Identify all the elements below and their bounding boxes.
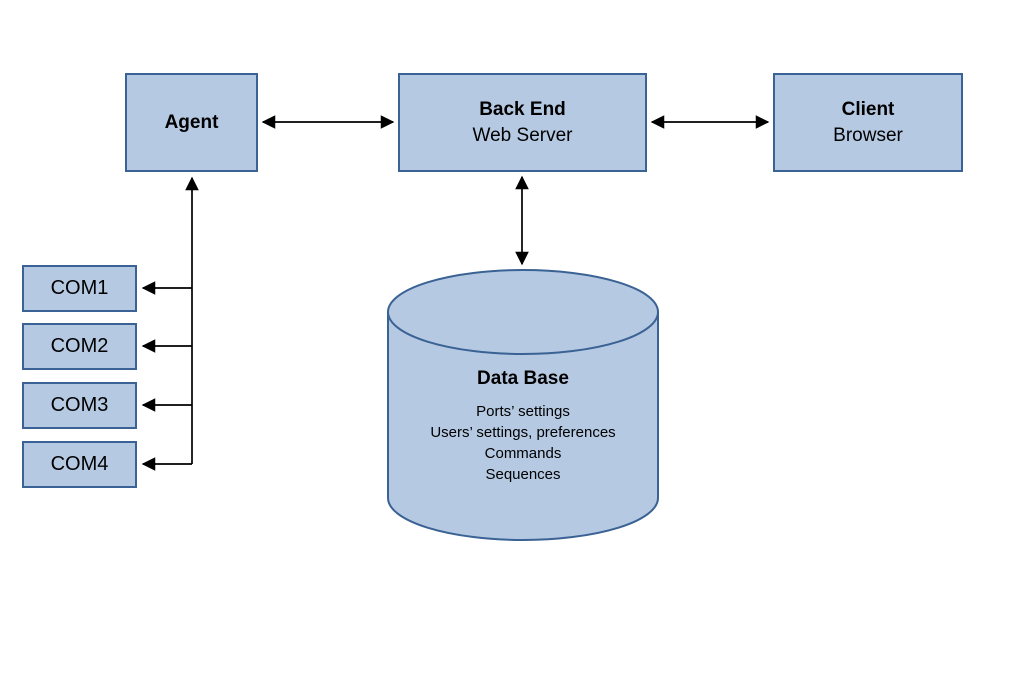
backend-title: Back End <box>479 98 566 120</box>
node-client: Client Browser <box>773 73 963 172</box>
com4-label: COM4 <box>50 453 109 475</box>
node-com1: COM1 <box>22 265 137 312</box>
node-com2: COM2 <box>22 323 137 370</box>
database-line: Sequences <box>485 466 561 483</box>
client-subtitle: Browser <box>833 124 903 146</box>
agent-title: Agent <box>164 111 219 133</box>
com1-label: COM1 <box>50 277 109 299</box>
database-text: Data Base Ports’ settings Users’ setting… <box>378 368 668 485</box>
database-line: Commands <box>484 445 562 462</box>
com2-label: COM2 <box>50 335 109 357</box>
database-line: Ports’ settings <box>476 403 570 420</box>
database-title: Data Base <box>477 368 569 389</box>
database-line: Users’ settings, preferences <box>430 424 616 441</box>
node-com3: COM3 <box>22 382 137 429</box>
backend-subtitle: Web Server <box>472 124 573 146</box>
node-agent: Agent <box>125 73 258 172</box>
database-cylinder <box>387 269 659 541</box>
node-com4: COM4 <box>22 441 137 488</box>
com3-label: COM3 <box>50 394 109 416</box>
node-backend: Back End Web Server <box>398 73 647 172</box>
client-title: Client <box>841 98 895 120</box>
